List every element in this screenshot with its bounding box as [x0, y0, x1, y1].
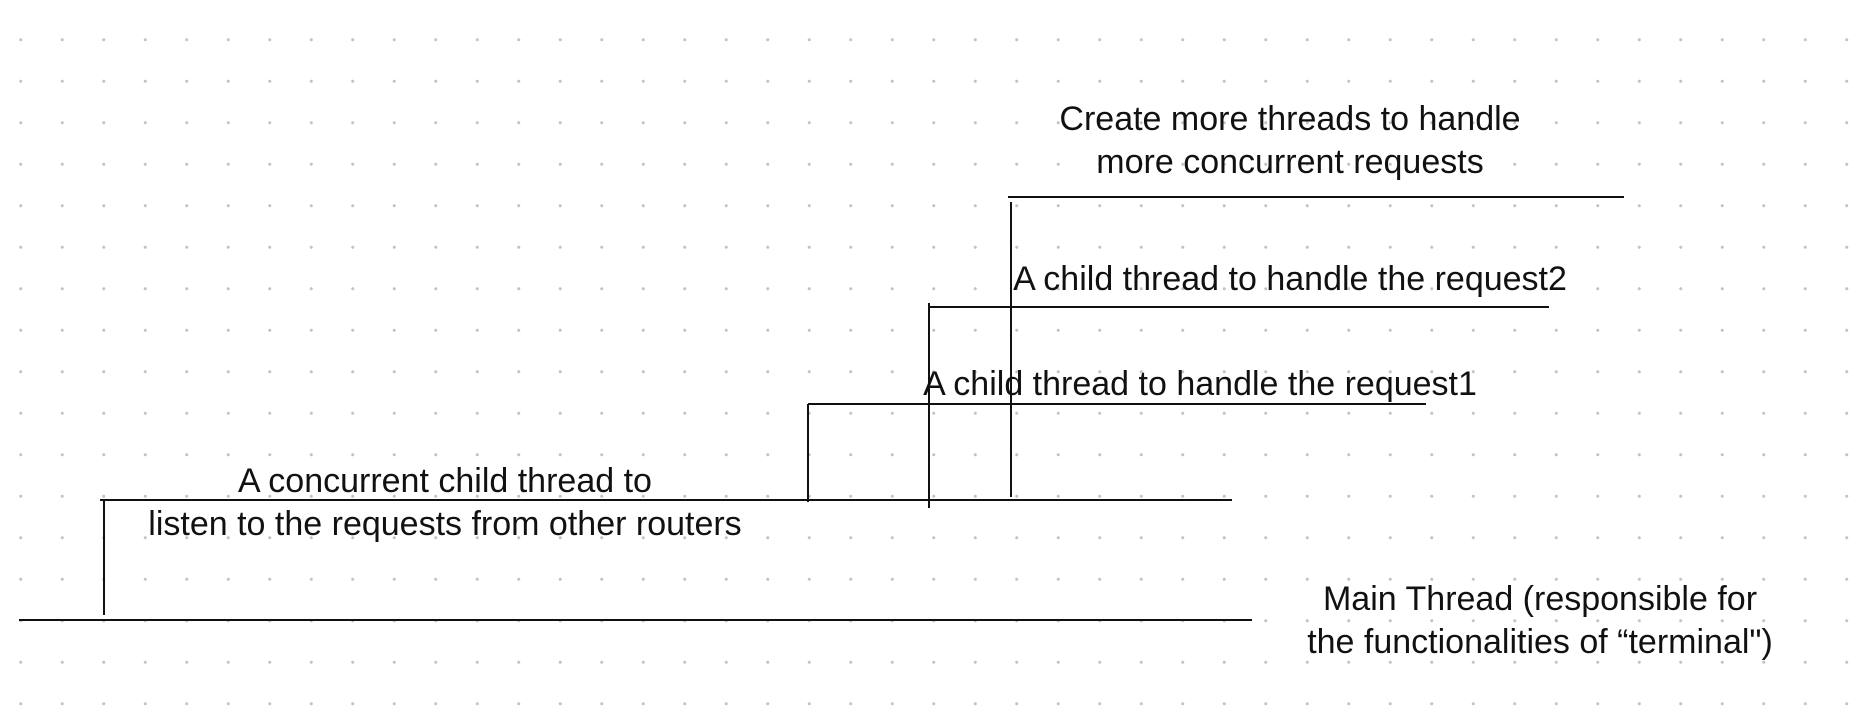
main-thread-label-line1: Main Thread (responsible for — [1322, 580, 1758, 618]
listener-thread-label-line2: listen to the requests from other router… — [148, 505, 742, 543]
more-threads-label: Create more threads to handle more concu… — [1040, 98, 1540, 184]
listener-thread-label-line1: A concurrent child thread to — [238, 462, 652, 500]
main-thread-label-line2: the functionalities of “terminal") — [1307, 623, 1773, 661]
more-threads-label-line1: Create more threads to handle — [1059, 100, 1521, 138]
listener-thread-label: A concurrent child thread to listen to t… — [110, 460, 780, 546]
child-request2-label: A child thread to handle the request2 — [980, 258, 1600, 301]
child-request2-label-text: A child thread to handle the request2 — [1013, 260, 1567, 298]
child-request1-label: A child thread to handle the request1 — [890, 363, 1510, 406]
main-thread-label: Main Thread (responsible for the functio… — [1270, 578, 1810, 664]
child-request1-label-text: A child thread to handle the request1 — [923, 365, 1477, 403]
more-threads-label-line2: more concurrent requests — [1096, 143, 1484, 181]
